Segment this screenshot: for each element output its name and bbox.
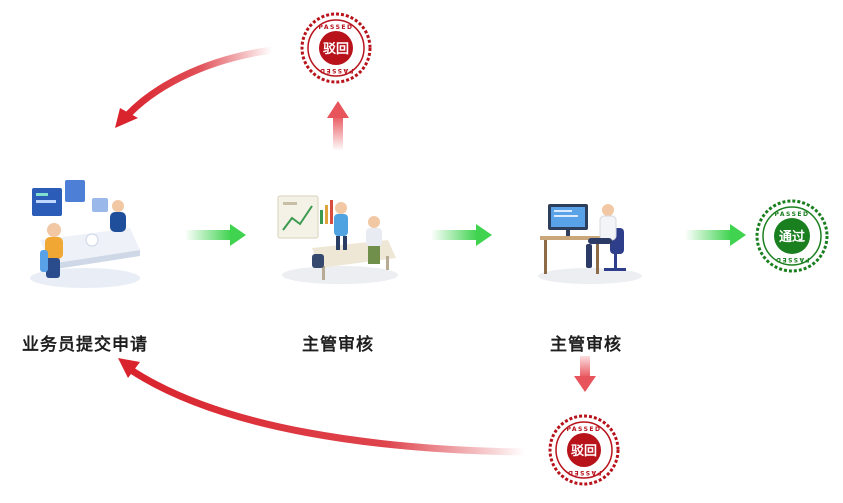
approve-stamp: 通过 PASSED PASSED xyxy=(755,199,829,273)
reject-stamp-top-text: 驳回 xyxy=(323,42,349,57)
forward-arrow-1 xyxy=(185,224,246,246)
approve-stamp-ring-bottom: PASSED xyxy=(775,256,810,263)
reject-stamp-top-ring-top: PASSED xyxy=(319,24,354,31)
forward-arrow-2 xyxy=(431,224,492,246)
step-2-label: 主管审核 xyxy=(302,335,374,355)
approve-stamp-text: 通过 xyxy=(779,229,805,245)
reject-arrow-bottom xyxy=(118,358,529,456)
reject-up-arrow xyxy=(327,101,349,151)
step-3-label: 主管审核 xyxy=(550,335,622,355)
manager-at-computer-illustration xyxy=(538,204,642,284)
salesperson-at-desk-illustration xyxy=(30,180,140,288)
reject-down-arrow xyxy=(574,356,596,392)
reject-stamp-bottom-ring-top: PASSED xyxy=(567,426,602,433)
forward-arrow-3 xyxy=(685,224,746,246)
reject-stamp-bottom-text: 驳回 xyxy=(571,444,597,459)
reject-stamp-top: 驳回 PASSED PASSED xyxy=(300,12,372,84)
meeting-presentation-illustration xyxy=(277,195,398,284)
reject-stamp-bottom: 驳回 PASSED PASSED xyxy=(548,414,620,486)
reject-arrow-top xyxy=(115,46,276,128)
reject-stamp-bottom-ring-bottom: PASSED xyxy=(567,469,602,476)
step-1-label: 业务员提交申请 xyxy=(22,335,148,355)
reject-stamp-top-ring-bottom: PASSED xyxy=(319,67,354,74)
approve-stamp-ring-top: PASSED xyxy=(775,211,810,218)
